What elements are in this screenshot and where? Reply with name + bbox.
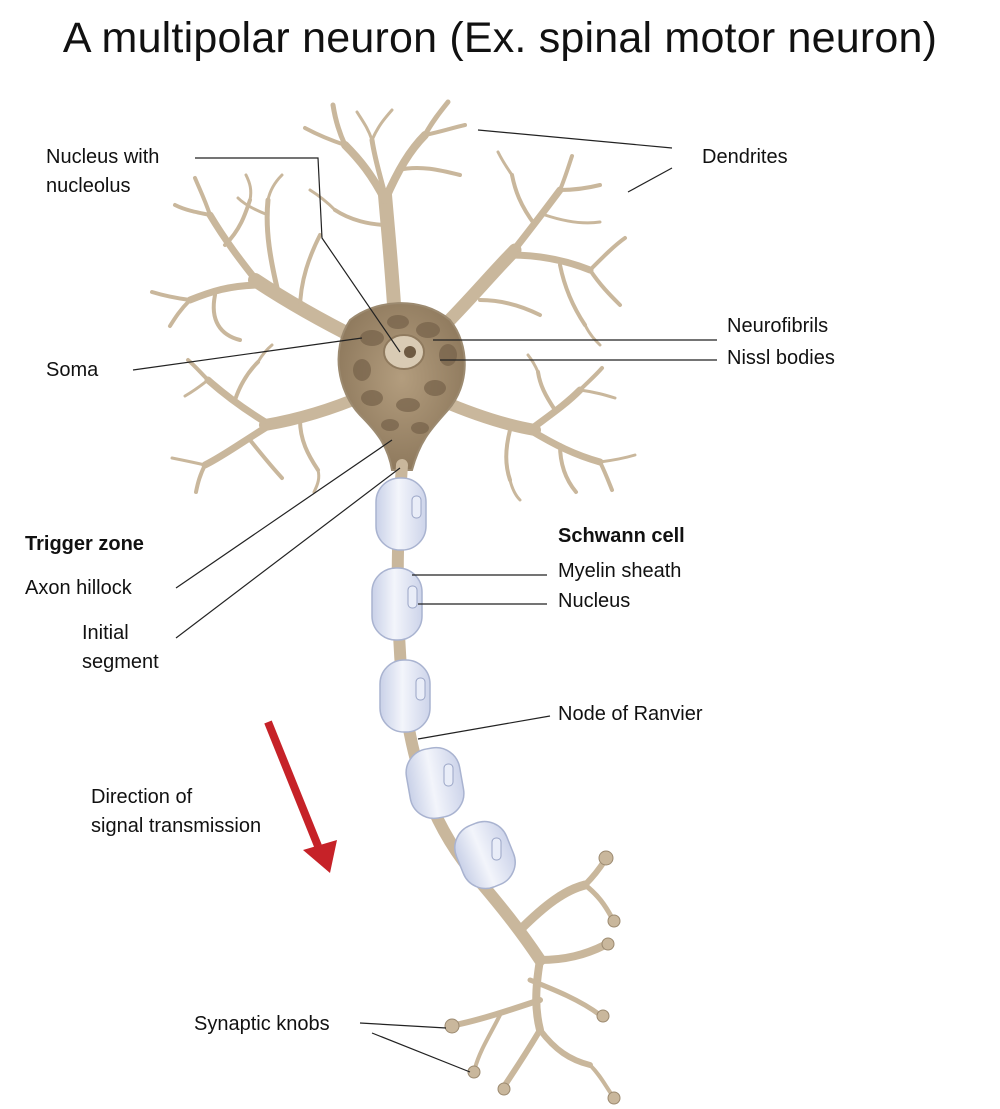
schwann-cell-3	[379, 659, 431, 733]
label-nucleus-with-nucleolus-line1: Nucleus with	[46, 146, 160, 168]
label-direction-line2: signal transmission	[91, 815, 262, 837]
schwann-cell-5	[454, 820, 516, 890]
diagram-title: A multipolar neuron (Ex. spinal motor ne…	[62, 14, 938, 62]
label-axon-hillock: Axon hillock	[25, 577, 132, 599]
label-myelin-sheath: Myelin sheath	[558, 560, 682, 582]
label-neurofibrils: Neurofibrils	[727, 315, 829, 337]
label-initial-segment: Initial segment	[82, 619, 159, 677]
direction-arrow	[264, 720, 337, 873]
label-direction-line1: Direction of	[91, 786, 193, 808]
soma-shape	[337, 302, 466, 471]
label-trigger-zone: Trigger zone	[25, 533, 144, 555]
label-schwann-cell: Schwann cell	[558, 525, 685, 547]
axon-terminals	[452, 857, 615, 1097]
label-soma: Soma	[46, 359, 99, 381]
schwann-cell-1	[375, 477, 427, 551]
label-nucleus-with-nucleolus: Nucleus with nucleolus	[46, 143, 159, 201]
label-initial-segment-line2: segment	[82, 651, 159, 673]
nucleolus-shape	[404, 346, 416, 358]
label-node-of-ranvier: Node of Ranvier	[558, 703, 703, 725]
schwann-nuclei	[407, 495, 502, 861]
label-direction-of-signal: Direction of signal transmission	[91, 783, 261, 841]
label-nucleus-with-nucleolus-line2: nucleolus	[46, 175, 131, 197]
label-dendrites: Dendrites	[702, 146, 788, 168]
label-initial-segment-line1: Initial	[82, 622, 129, 644]
label-nucleus: Nucleus	[558, 590, 631, 612]
label-nissl-bodies: Nissl bodies	[727, 347, 835, 369]
myelin-sheaths	[371, 477, 516, 890]
label-synaptic-knobs: Synaptic knobs	[194, 1013, 330, 1035]
synaptic-knobs-shapes	[444, 850, 621, 1105]
nissl-bodies-pattern	[353, 315, 457, 434]
leader-lines	[132, 129, 717, 1073]
